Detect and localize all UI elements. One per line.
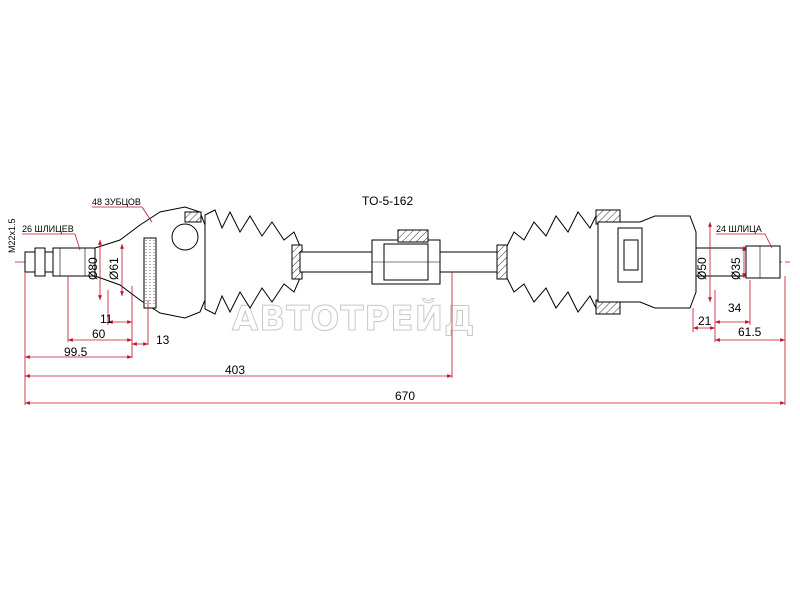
dim-21: 21 [698, 314, 712, 328]
diameter-50: Ø50 [695, 257, 709, 280]
diameter-61: Ø61 [107, 257, 121, 280]
part-number: TO-5-162 [362, 194, 413, 208]
dim-403: 403 [225, 363, 245, 377]
dim-34: 34 [728, 301, 742, 315]
outer-cv-joint [24, 206, 206, 319]
watermark-text: АВТОТРЕЙД [232, 298, 475, 339]
inner-boot-shape [506, 211, 599, 313]
inner-tripod-joint [595, 209, 781, 315]
lock-nut [34, 247, 46, 277]
cv-ball [171, 223, 199, 251]
thread-label: M22x1.5 [7, 218, 17, 253]
diameter-80: Ø80 [86, 257, 100, 280]
dim-60: 60 [92, 327, 106, 341]
tripod-roller [623, 239, 639, 271]
dim-61-5: 61.5 [738, 325, 762, 339]
splines-right-label: 24 ШЛИЦА [716, 224, 762, 234]
splines-left-label: 26 ШЛИЦЕВ [22, 224, 74, 234]
inner-boot-clamp [496, 244, 508, 280]
inner-boot [496, 211, 599, 313]
damper-top [397, 229, 429, 243]
clamp-left [184, 211, 202, 223]
dim-670: 670 [395, 389, 415, 403]
dim-13: 13 [156, 333, 170, 347]
damper [371, 229, 441, 285]
diameter-35: Ø35 [729, 257, 743, 280]
inner-stub-shaft [695, 247, 747, 277]
teeth-label: 48 ЗУБЦОВ [92, 197, 141, 207]
dim-11: 11 [100, 312, 113, 326]
tripod-housing [597, 215, 697, 309]
dim-99-5: 99.5 [64, 345, 88, 359]
inner-spline-end [745, 245, 781, 279]
outer-boot [204, 209, 303, 315]
